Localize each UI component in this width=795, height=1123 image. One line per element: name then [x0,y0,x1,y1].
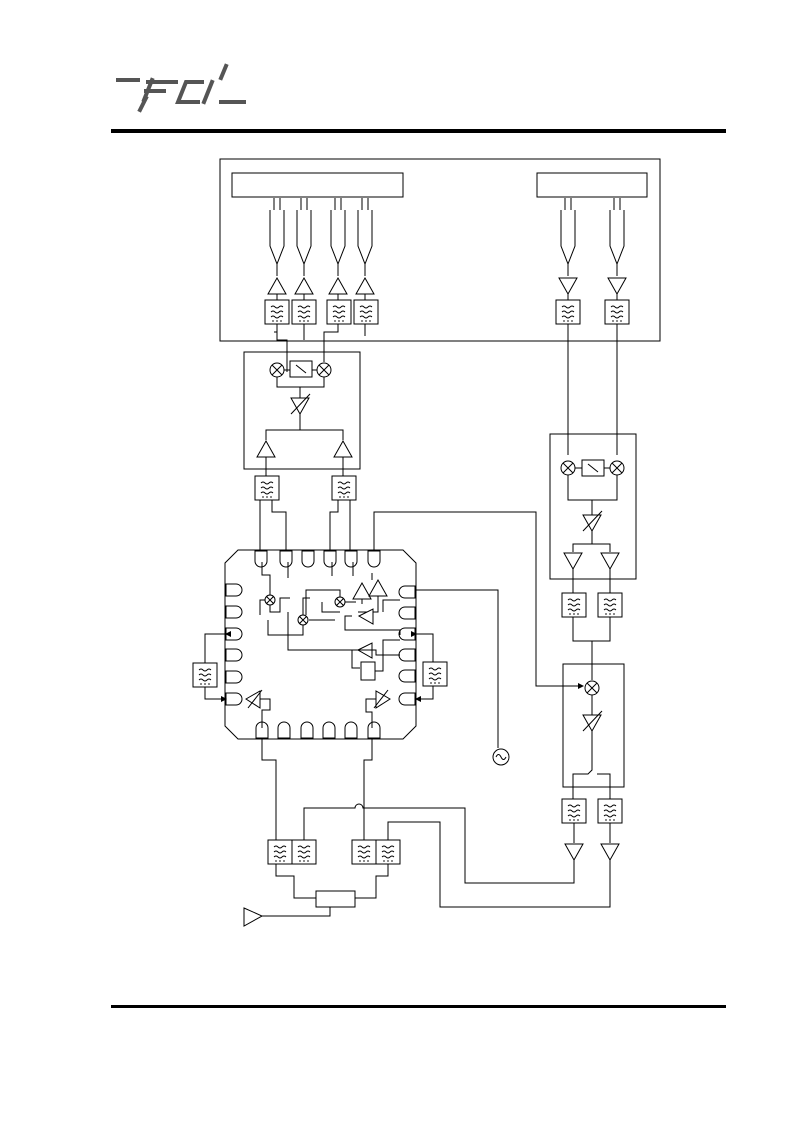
diplexer [316,891,355,907]
filter-icon [561,798,587,824]
cable-icon [609,197,625,265]
amplifier-icon [563,552,583,570]
antenna-icon [244,908,262,926]
mixer-icon [334,596,346,608]
ic-pin [398,606,416,620]
ic-pin [277,721,291,739]
downconverter-block [550,434,636,579]
filter-icon [597,798,623,824]
amplifier-icon [267,277,287,295]
amplifier-icon [600,843,620,861]
ic-pin [367,721,381,739]
ic-pin [254,550,268,568]
filter-icon [555,299,581,325]
amplifier-icon [294,277,314,295]
amplifier-icon [607,277,627,295]
footer-rule [111,1005,726,1008]
filter-icon [353,299,379,325]
ic-pin [398,648,416,662]
ic-pin [398,627,416,641]
amplifier-icon [558,277,578,295]
filter-icon [192,662,218,688]
mixer-icon [297,614,309,626]
amplifier-icon [355,277,375,295]
amplifier-icon [328,277,348,295]
mixer-icon [264,594,276,606]
filter-icon [351,839,377,865]
cable-icon [296,197,312,265]
filter-icon [291,839,317,865]
ic-pin [225,692,243,706]
vco-tank [361,662,375,680]
ic-pin [225,648,243,662]
amplifier-icon [600,552,620,570]
filter-icon [375,839,401,865]
mixer-icon [584,680,600,696]
filter-icon [267,839,293,865]
ic-pin [225,583,243,597]
filter-icon [604,299,630,325]
mixer-icon [269,362,285,378]
receiver-block [563,664,624,787]
connector-strip-right [537,173,647,197]
mixer-icon [560,460,576,476]
amplifier-icon [564,843,584,861]
fci-logo-graphic [116,63,246,113]
filter-icon [422,661,448,687]
ic-pin [398,585,416,599]
cable-icon [357,197,373,265]
ic-pin [322,721,336,739]
cable-icon [330,197,346,265]
ic-pin [225,627,243,641]
top-module [220,159,660,341]
filter-icon [561,592,587,618]
filter-icon [264,299,290,325]
ic-pin [367,550,381,568]
header-rule [111,129,726,133]
connector-strip-left [232,173,403,197]
ic-pin [344,721,358,739]
ic-package-icon [225,550,416,739]
ic-pin [225,670,243,684]
filter-icon [254,475,280,501]
ic-pin [344,550,358,568]
mixer-icon [609,460,625,476]
ic-pin [301,550,315,568]
ic-pin [225,605,243,619]
filter-icon [291,299,317,325]
upconverter-block [244,352,360,469]
ic-pin [398,692,416,706]
ic-pin [323,550,337,568]
filter-icon [331,475,357,501]
ic-pin [300,721,314,739]
ic-pin [279,550,293,568]
cable-icon [560,197,576,265]
filter-icon [597,592,623,618]
filter-icon [326,299,352,325]
mixer-icon [316,362,332,378]
ic-pin [398,669,416,683]
fci-logo [116,63,246,113]
cable-icon [269,197,285,265]
amplifier-icon [333,440,353,458]
amplifier-icon [256,440,276,458]
